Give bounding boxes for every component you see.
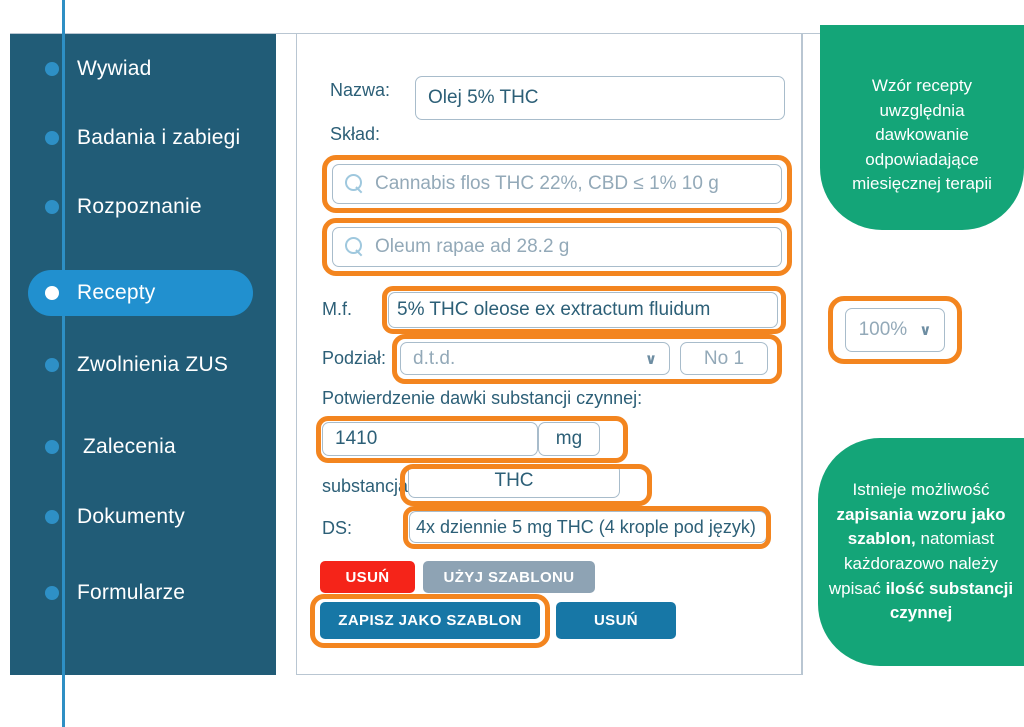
sidebar-item-label: Zalecenia — [83, 435, 176, 458]
bullet-icon — [45, 358, 59, 372]
search-icon — [345, 237, 365, 257]
sidebar-item-label: Wywiad — [77, 57, 152, 80]
bullet-icon — [45, 510, 59, 524]
bullet-icon — [45, 200, 59, 214]
sidebar-item-rozpoznanie[interactable]: Rozpoznanie — [28, 184, 253, 230]
ingredient-1-placeholder-text: Cannabis flos THC 22%, CBD ≤ 1% 10 g — [375, 173, 719, 194]
sidebar-item-dokumenty[interactable]: Dokumenty — [28, 494, 253, 540]
sidebar-item-recepty[interactable]: Recepty — [28, 270, 253, 316]
division-count-input[interactable]: No 1 — [680, 342, 768, 375]
mf-input[interactable]: 5% THC oleose ex extractum fluidum — [388, 292, 778, 328]
dose-confirm-label: Potwierdzenie dawki substancji czynnej: — [322, 388, 643, 408]
ingredient-2-input[interactable]: Oleum rapae ad 28.2 g — [332, 227, 782, 267]
sidebar-item-zalecenia[interactable]: Zalecenia — [28, 424, 253, 470]
sidebar-item-zwolnienia-zus[interactable]: Zwolnienia ZUS — [28, 342, 253, 388]
delete-bottom-button[interactable]: USUŃ — [556, 602, 676, 639]
ds-input[interactable]: 4x dziennie 5 mg THC (4 krople pod język… — [409, 511, 767, 543]
name-row: Nazwa: — [330, 80, 390, 101]
ds-label: DS: — [322, 518, 353, 538]
composition-label: Skład: — [330, 124, 381, 144]
sidebar-item-label: Rozpoznanie — [77, 195, 202, 218]
division-label: Podział: — [322, 348, 387, 368]
save-as-template-button[interactable]: ZAPISZ JAKO SZABLON — [320, 602, 540, 639]
sidebar-item-wywiad[interactable]: Wywiad — [28, 46, 253, 92]
sidebar-item-label: Recepty — [77, 281, 156, 304]
substance-input[interactable]: THC — [408, 464, 620, 498]
bullet-icon — [45, 131, 59, 145]
right-panel-divider — [802, 34, 803, 675]
chevron-down-icon: ∨ — [919, 322, 932, 339]
zoom-select[interactable]: 100% ∨ — [845, 308, 945, 352]
search-icon — [345, 174, 365, 194]
name-input[interactable]: Olej 5% THC — [415, 76, 785, 120]
sidebar-item-label: Dokumenty — [77, 505, 186, 528]
name-label: Nazwa: — [330, 80, 391, 100]
sidebar-item-label: Formularze — [77, 581, 186, 604]
ingredient-1-input[interactable]: Cannabis flos THC 22%, CBD ≤ 1% 10 g — [332, 164, 782, 204]
division-select[interactable]: d.t.d. ∨ — [400, 342, 670, 375]
top-divider — [10, 33, 1014, 34]
callout-top: Wzór recepty uwzględnia dawkowanie odpow… — [820, 25, 1024, 230]
dose-unit-input[interactable]: mg — [538, 422, 600, 456]
sidebar-item-formularze[interactable]: Formularze — [28, 570, 253, 616]
bullet-icon — [45, 586, 59, 600]
bullet-icon — [45, 62, 59, 76]
bullet-icon — [45, 286, 59, 300]
substance-label: substancja — [322, 476, 409, 496]
sidebar-item-label: Badania i zabiegi — [77, 126, 241, 149]
ingredient-2-placeholder-text: Oleum rapae ad 28.2 g — [375, 236, 570, 257]
delete-top-button[interactable]: USUŃ — [320, 561, 415, 593]
mf-label: M.f. — [322, 299, 352, 319]
callout-bottom: Istnieje możliwość zapisania wzoru jako … — [818, 438, 1024, 666]
dose-value-input[interactable]: 1410 — [322, 422, 538, 456]
bullet-icon — [45, 440, 59, 454]
sidebar-rail-overlay — [62, 0, 65, 693]
app-root: Wywiad Badania i zabiegi Rozpoznanie Rec… — [10, 0, 1024, 727]
callout-top-text: Wzór recepty uwzględnia dawkowanie odpow… — [852, 75, 992, 194]
zoom-select-value: 100% — [858, 319, 908, 340]
callout-bottom-text: Istnieje możliwość zapisania wzoru jako … — [828, 480, 1014, 623]
sidebar-item-label: Zwolnienia ZUS — [77, 353, 229, 376]
use-template-button[interactable]: UŻYJ SZABLONU — [423, 561, 595, 593]
chevron-down-icon: ∨ — [644, 350, 657, 368]
sidebar-item-badania-i-zabiegi[interactable]: Badania i zabiegi — [28, 115, 253, 161]
division-select-value: d.t.d. — [413, 347, 456, 369]
